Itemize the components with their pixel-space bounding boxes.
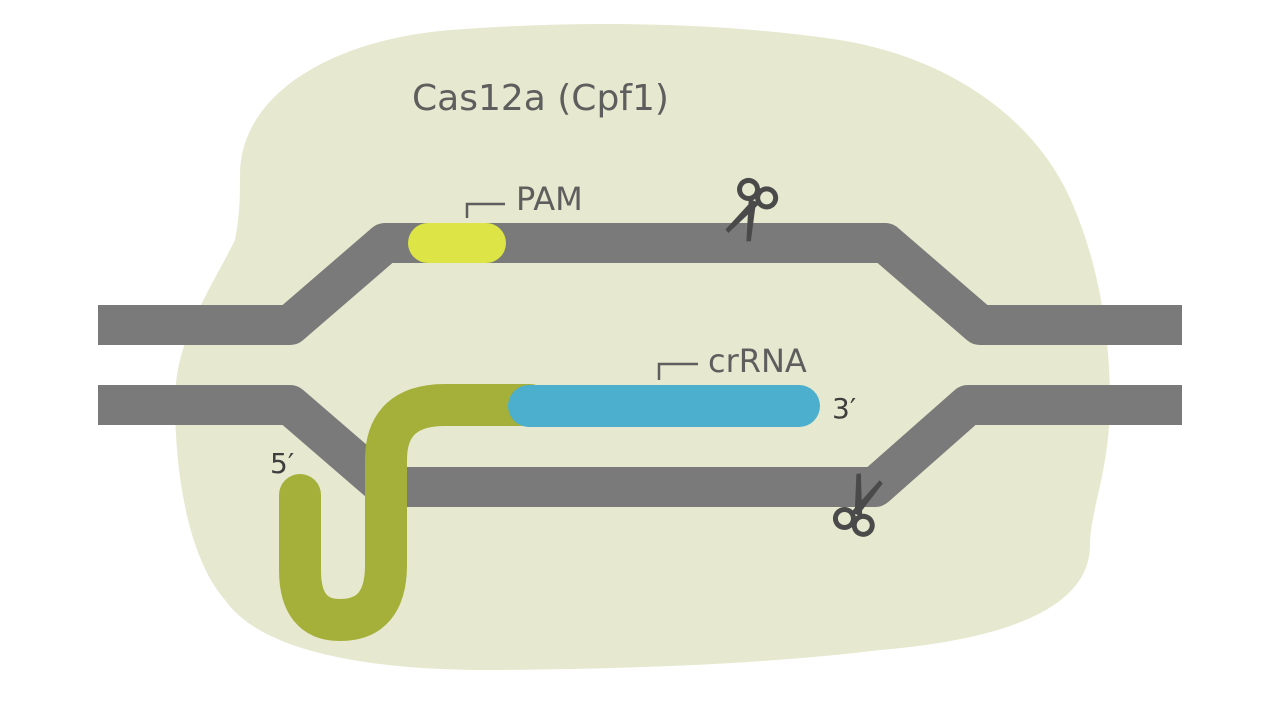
- crrna-leader-line: [657, 362, 698, 380]
- scissors-icon: [725, 177, 779, 242]
- dna-bottom-strand: [98, 385, 1182, 507]
- pam-label: PAM: [516, 180, 583, 218]
- cas12a-protein-shape: [175, 24, 1110, 671]
- five-prime-label: 5′: [270, 447, 294, 480]
- three-prime-label: 3′: [832, 392, 856, 425]
- pam-leader-line: [465, 202, 505, 218]
- crrna-guide-segment: [508, 385, 820, 427]
- diagram-title: Cas12a (Cpf1): [412, 78, 669, 119]
- crrna-handle: [279, 384, 551, 641]
- crrna-label: crRNA: [708, 342, 807, 380]
- scissors-icon: [832, 473, 883, 537]
- dna-top-strand: [98, 223, 1182, 345]
- pam-segment: [408, 223, 506, 263]
